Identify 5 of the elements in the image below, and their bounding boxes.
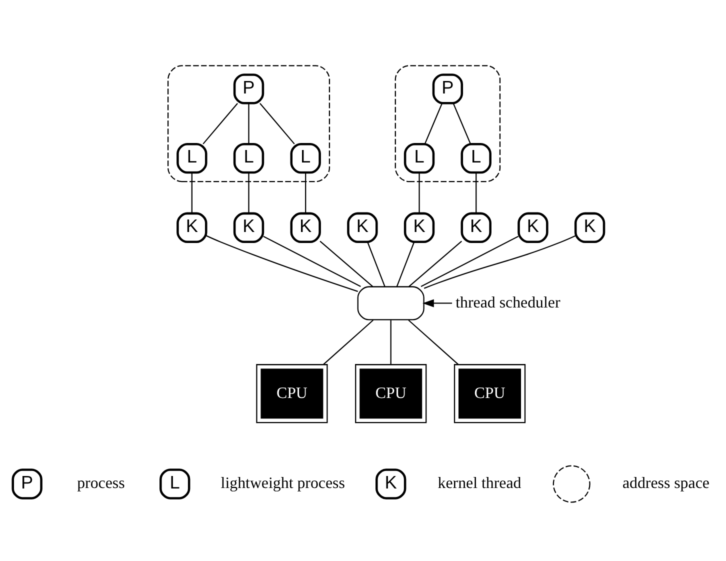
legend-label: kernel thread bbox=[438, 475, 522, 492]
legend-label: address space bbox=[622, 475, 710, 492]
legend-label: lightweight process bbox=[220, 475, 345, 492]
legend-label: process bbox=[77, 475, 125, 492]
node-text: thread scheduler bbox=[456, 294, 560, 312]
